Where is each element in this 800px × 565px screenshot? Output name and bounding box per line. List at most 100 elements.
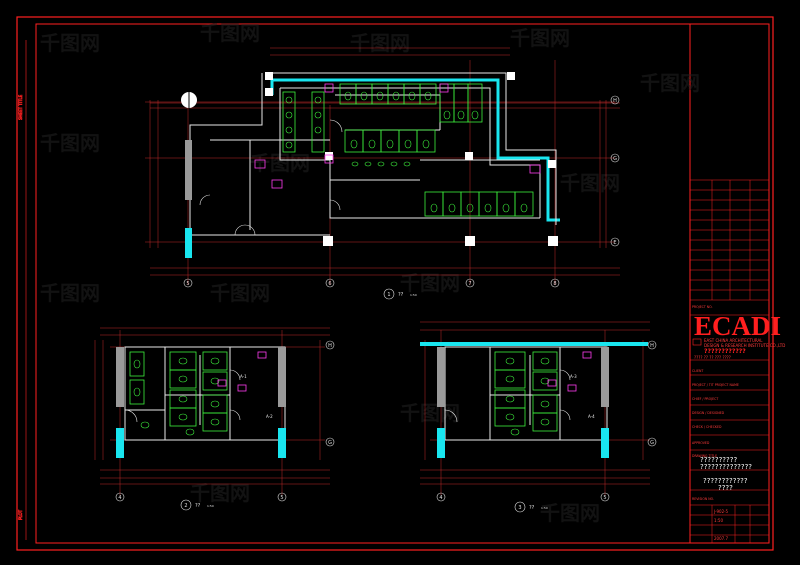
company-name-cn: ???????????? xyxy=(704,348,746,355)
plan2-column-right xyxy=(278,347,286,407)
company-name-en-1: EAST CHINA ARCHITECTURAL xyxy=(704,338,763,343)
svg-text:千图网: 千图网 xyxy=(510,26,570,50)
plan1-axis-h: H xyxy=(613,98,617,104)
plan3-stalls xyxy=(494,351,558,432)
svg-text:千图网: 千图网 xyxy=(40,31,100,55)
svg-text:APPROVED: APPROVED xyxy=(692,441,710,445)
svg-text:千图网: 千图网 xyxy=(400,401,460,425)
plan1-axis-7: 7 xyxy=(468,281,471,287)
plan3-grid-bubbles xyxy=(436,340,657,502)
plan2-magenta-fixtures xyxy=(217,351,267,392)
svg-text:REVISION NO.: REVISION NO. xyxy=(692,497,714,501)
view3-scale: 1:50 xyxy=(541,506,548,510)
plan3-column-right xyxy=(601,347,609,407)
left-margin-strip: SHEET TITLE PLOT xyxy=(18,40,27,540)
plan1-axis-8: 8 xyxy=(553,281,556,287)
title-block: ECADI EAST CHINA ARCHITECTURAL DESIGN & … xyxy=(690,179,785,543)
ecadi-logo: ECADI xyxy=(694,311,781,341)
plan1-stalls-top xyxy=(282,83,534,217)
plan3-doors xyxy=(444,369,571,423)
view1-number: 1 xyxy=(387,292,390,298)
plan1-column xyxy=(185,140,192,200)
plan1-column-cyan xyxy=(185,228,192,258)
svg-text:DRAWING TITLE: DRAWING TITLE xyxy=(692,454,717,458)
view2-caption: ?? xyxy=(195,503,201,509)
svg-text:千图网: 千图网 xyxy=(540,501,600,525)
svg-text:PROJECT / TIT PROJECT NAME: PROJECT / TIT PROJECT NAME xyxy=(692,383,739,387)
plan2-column-left xyxy=(116,347,124,407)
view3-caption: ?? xyxy=(529,505,535,511)
svg-text:千图网: 千图网 xyxy=(190,481,250,505)
svg-text:SHEET TITLE: SHEET TITLE xyxy=(18,94,23,120)
plan-view-1: 5 6 7 8 H G E 1 ?? 1:50 xyxy=(145,47,620,300)
svg-text:DESIGN / DESIGNED: DESIGN / DESIGNED xyxy=(692,411,725,415)
plan2-axis-g: G xyxy=(328,440,332,446)
plan3-fixtures xyxy=(505,357,550,436)
plan3-magenta-fixtures xyxy=(547,351,592,392)
svg-text:CHIEF / PROJECT: CHIEF / PROJECT xyxy=(692,397,718,401)
plan2-doors xyxy=(124,369,241,423)
svg-text:CHECK / CHECKED: CHECK / CHECKED xyxy=(692,425,722,429)
drawing-date: 2007.7 xyxy=(714,536,728,541)
drawing-number: J-902-5 xyxy=(713,509,729,514)
sheet-border xyxy=(16,16,774,551)
plan1-axis-g: G xyxy=(613,156,617,162)
plan3-column-left-cyan xyxy=(437,428,445,458)
plan3-axis-g: G xyxy=(650,440,654,446)
svg-text:A-4: A-4 xyxy=(588,414,595,419)
svg-text:PLOT: PLOT xyxy=(18,509,23,520)
svg-text:千图网: 千图网 xyxy=(40,281,100,305)
plan-view-2: A-1 A-2 4 5 H G 2 ?? 1:50 xyxy=(94,327,335,511)
view2-scale: 1:50 xyxy=(207,504,214,508)
svg-text:千图网: 千图网 xyxy=(640,71,700,95)
certificate-line: ???? ?? ?? ??? ???? xyxy=(694,355,731,360)
plan3-column-left xyxy=(437,347,445,407)
plan3-room-tags: A-3 A-4 xyxy=(570,374,595,419)
plan2-column-left-cyan xyxy=(116,428,124,458)
plan1-axis-6: 6 xyxy=(328,281,331,287)
plan3-axis-5: 5 xyxy=(603,495,606,501)
svg-text:千图网: 千图网 xyxy=(350,31,410,55)
drawing-title-4: ???? xyxy=(718,484,733,492)
drawing-title-3: ???????????? xyxy=(703,477,748,485)
watermark-layer: 千图网 千图网 千图网 千图网 千图网 千图网 千图网 千图网 千图网 千图网 … xyxy=(40,21,700,525)
svg-text:CLIENT: CLIENT xyxy=(692,369,703,373)
drawing-scale: 1:50 xyxy=(714,518,723,523)
plan3-axis-h: H xyxy=(650,343,654,349)
svg-text:A-1: A-1 xyxy=(240,374,247,379)
company-name-en-2: DESIGN & RESEARCH INSTITUTE CO.,LTD xyxy=(704,343,785,348)
plan2-fixtures xyxy=(133,357,220,436)
view3-label-bubble xyxy=(514,501,526,513)
svg-text:PROJECT NO.: PROJECT NO. xyxy=(692,305,713,309)
plan2-column-right-cyan xyxy=(278,428,286,458)
svg-text:千图网: 千图网 xyxy=(560,171,620,195)
plan2-grid-bubbles xyxy=(115,340,335,502)
plan1-axis-e: E xyxy=(613,240,616,246)
svg-text:千图网: 千图网 xyxy=(200,21,260,45)
view2-label-bubble xyxy=(180,499,192,511)
plan1-doors xyxy=(199,119,343,236)
plan2-room-tags: A-1 A-2 xyxy=(240,374,273,419)
view2-number: 2 xyxy=(184,503,187,509)
drawing-title-1: ?????????? xyxy=(700,456,737,464)
svg-text:A-2: A-2 xyxy=(266,414,273,419)
plan1-grid-bubbles xyxy=(183,95,620,288)
svg-text:A-3: A-3 xyxy=(570,374,577,379)
plan2-axis-5: 5 xyxy=(280,495,283,501)
view1-label-bubble xyxy=(383,288,395,300)
svg-text:千图网: 千图网 xyxy=(40,131,100,155)
plan1-cyan-wall xyxy=(272,78,560,222)
plan2-axis-h: H xyxy=(328,343,332,349)
plan-view-3: A-3 A-4 4 5 H G 3 ?? 1:50 xyxy=(420,321,657,513)
plan3-column-right-cyan xyxy=(601,428,609,458)
view3-number: 3 xyxy=(518,505,521,511)
plan1-axis-5: 5 xyxy=(186,281,189,287)
svg-text:千图网: 千图网 xyxy=(210,281,270,305)
drawing-title-2: ?????????????? xyxy=(700,463,752,471)
plan1-magenta-fixtures xyxy=(254,83,541,189)
plan3-axis-4: 4 xyxy=(439,495,442,501)
plan2-axis-4: 4 xyxy=(118,495,121,501)
plan2-stalls xyxy=(129,351,228,432)
